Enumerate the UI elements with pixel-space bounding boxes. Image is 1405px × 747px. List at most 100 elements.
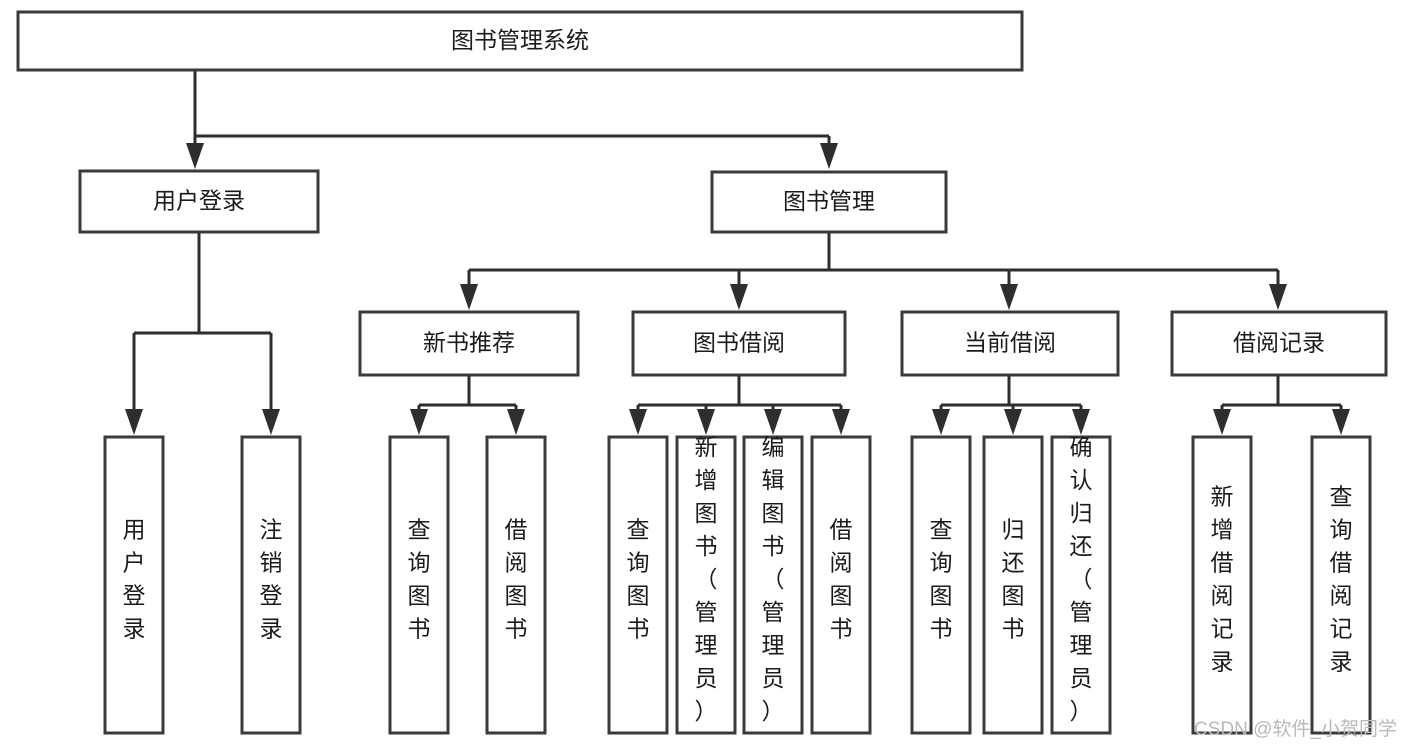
node-leaf-logout[interactable]: 注销登录 xyxy=(240,435,302,735)
node-leaf-add-borrow-record-label: 新增借阅记录 xyxy=(1211,484,1234,675)
node-leaf-query-book-current-box[interactable] xyxy=(910,435,972,735)
edge-to-leaf-logout-arrowhead-icon xyxy=(262,409,280,435)
node-leaf-query-book-recommend-label: 查询图书 xyxy=(408,517,431,642)
node-book-borrow[interactable]: 图书借阅 xyxy=(631,310,847,377)
node-book-borrow-label: 图书借阅 xyxy=(693,330,785,356)
edge-to-current-borrow-arrowhead-icon xyxy=(1000,284,1018,310)
node-current-borrow-box[interactable] xyxy=(900,310,1120,377)
node-leaf-logout-label: 注销登录 xyxy=(260,517,283,642)
edge-to-new-book-recommend xyxy=(460,270,478,310)
node-leaf-confirm-return-label: 确认归还（管理员） xyxy=(1070,434,1093,724)
node-leaf-query-book-label: 查询图书 xyxy=(627,517,650,642)
node-book-management-box[interactable] xyxy=(710,170,948,234)
node-leaf-query-borrow-record[interactable]: 查询借阅记录 xyxy=(1310,435,1372,735)
edge-to-leaf-confirm-return xyxy=(1072,405,1090,435)
node-new-book-recommend-box[interactable] xyxy=(358,310,580,377)
node-leaf-add-book-box[interactable] xyxy=(675,435,737,735)
edge-to-current-borrow xyxy=(1000,270,1018,310)
edge-to-leaf-add-book-arrowhead-icon xyxy=(697,409,715,435)
edge-to-leaf-add-borrow-record-arrowhead-icon xyxy=(1213,409,1231,435)
edge-to-borrow-record xyxy=(1269,270,1287,310)
node-leaf-query-borrow-record-label: 查询借阅记录 xyxy=(1330,484,1353,675)
edge-to-book-borrow xyxy=(730,270,748,310)
node-leaf-borrow-book-recommend-box[interactable] xyxy=(485,435,547,735)
edge-to-new-book-recommend-arrowhead-icon xyxy=(460,284,478,310)
edge-to-leaf-add-borrow-record xyxy=(1213,405,1231,435)
edge-to-book-borrow-arrowhead-icon xyxy=(730,284,748,310)
node-leaf-query-book-current-label: 查询图书 xyxy=(930,517,953,642)
node-user-login-label: 用户登录 xyxy=(153,188,245,214)
node-book-management[interactable]: 图书管理 xyxy=(710,170,948,234)
edge-to-leaf-user-login xyxy=(125,333,143,435)
node-leaf-user-login-box[interactable] xyxy=(103,435,165,735)
edge-to-leaf-confirm-return-arrowhead-icon xyxy=(1072,409,1090,435)
node-current-borrow-label: 当前借阅 xyxy=(964,330,1056,356)
edge-to-leaf-query-book-recommend-arrowhead-icon xyxy=(410,409,428,435)
edge-to-leaf-borrow-book-recommend-arrowhead-icon xyxy=(507,409,525,435)
edge-to-leaf-edit-book xyxy=(764,405,782,435)
node-leaf-query-book[interactable]: 查询图书 xyxy=(607,435,669,735)
node-leaf-return-book[interactable]: 归还图书 xyxy=(982,435,1044,735)
node-leaf-query-borrow-record-box[interactable] xyxy=(1310,435,1372,735)
edge-to-leaf-logout xyxy=(262,333,280,435)
node-leaf-query-book-current[interactable]: 查询图书 xyxy=(910,435,972,735)
node-user-login-box[interactable] xyxy=(78,169,320,234)
node-book-borrow-box[interactable] xyxy=(631,310,847,377)
node-leaf-confirm-return[interactable]: 确认归还（管理员） xyxy=(1050,434,1112,735)
node-leaf-return-book-label: 归还图书 xyxy=(1002,517,1025,642)
node-leaf-edit-book-box[interactable] xyxy=(742,435,804,735)
node-leaf-query-book-recommend[interactable]: 查询图书 xyxy=(388,435,450,735)
node-leaf-borrow-book-box[interactable] xyxy=(810,435,872,735)
edge-to-leaf-return-book-arrowhead-icon xyxy=(1004,409,1022,435)
node-leaf-add-borrow-record[interactable]: 新增借阅记录 xyxy=(1191,435,1253,735)
node-layer: 图书管理系统用户登录图书管理新书推荐图书借阅当前借阅借阅记录用户登录注销登录查询… xyxy=(16,10,1388,735)
node-leaf-add-book[interactable]: 新增图书（管理员） xyxy=(675,434,737,735)
node-root-box[interactable] xyxy=(16,10,1024,72)
node-leaf-add-borrow-record-box[interactable] xyxy=(1191,435,1253,735)
edge-to-leaf-add-book xyxy=(697,405,715,435)
edge-to-leaf-query-borrow-record-arrowhead-icon xyxy=(1332,409,1350,435)
node-root-label: 图书管理系统 xyxy=(451,27,589,53)
node-borrow-record[interactable]: 借阅记录 xyxy=(1170,310,1388,377)
edge-to-leaf-return-book xyxy=(1004,405,1022,435)
edge-to-user-login xyxy=(186,136,204,169)
edge-to-borrow-record-arrowhead-icon xyxy=(1269,284,1287,310)
connector-layer xyxy=(125,70,1350,435)
node-leaf-edit-book[interactable]: 编辑图书（管理员） xyxy=(742,434,804,735)
node-user-login[interactable]: 用户登录 xyxy=(78,169,320,234)
edge-to-leaf-user-login-arrowhead-icon xyxy=(125,409,143,435)
node-leaf-borrow-book-recommend-label: 借阅图书 xyxy=(505,517,528,642)
edge-to-leaf-query-book xyxy=(629,405,647,435)
edge-to-leaf-query-book-arrowhead-icon xyxy=(629,409,647,435)
node-book-management-label: 图书管理 xyxy=(783,188,875,214)
node-current-borrow[interactable]: 当前借阅 xyxy=(900,310,1120,377)
node-leaf-query-book-box[interactable] xyxy=(607,435,669,735)
edge-to-leaf-query-book-current xyxy=(932,405,950,435)
node-leaf-borrow-book-recommend[interactable]: 借阅图书 xyxy=(485,435,547,735)
node-leaf-user-login-label: 用户登录 xyxy=(123,517,146,642)
node-new-book-recommend-label: 新书推荐 xyxy=(423,330,515,356)
node-leaf-user-login[interactable]: 用户登录 xyxy=(103,435,165,735)
edge-to-leaf-edit-book-arrowhead-icon xyxy=(764,409,782,435)
edge-to-user-login-arrowhead-icon xyxy=(186,143,204,169)
edge-to-leaf-query-borrow-record xyxy=(1332,405,1350,435)
node-leaf-borrow-book[interactable]: 借阅图书 xyxy=(810,435,872,735)
edge-to-leaf-borrow-book-arrowhead-icon xyxy=(832,409,850,435)
node-leaf-return-book-box[interactable] xyxy=(982,435,1044,735)
node-leaf-logout-box[interactable] xyxy=(240,435,302,735)
edge-to-book-management-arrowhead-icon xyxy=(820,143,838,169)
csdn-watermark: CSDN @软件_小贺同学 xyxy=(1194,718,1397,740)
edge-to-leaf-borrow-book-recommend xyxy=(507,405,525,435)
node-root[interactable]: 图书管理系统 xyxy=(16,10,1024,72)
node-new-book-recommend[interactable]: 新书推荐 xyxy=(358,310,580,377)
edge-to-leaf-query-book-current-arrowhead-icon xyxy=(932,409,950,435)
node-borrow-record-box[interactable] xyxy=(1170,310,1388,377)
node-leaf-confirm-return-box[interactable] xyxy=(1050,435,1112,735)
node-leaf-query-book-recommend-box[interactable] xyxy=(388,435,450,735)
node-leaf-borrow-book-label: 借阅图书 xyxy=(830,517,853,642)
node-leaf-add-book-label: 新增图书（管理员） xyxy=(695,434,718,724)
edge-to-book-management xyxy=(820,136,838,169)
node-leaf-edit-book-label: 编辑图书（管理员） xyxy=(762,434,785,724)
